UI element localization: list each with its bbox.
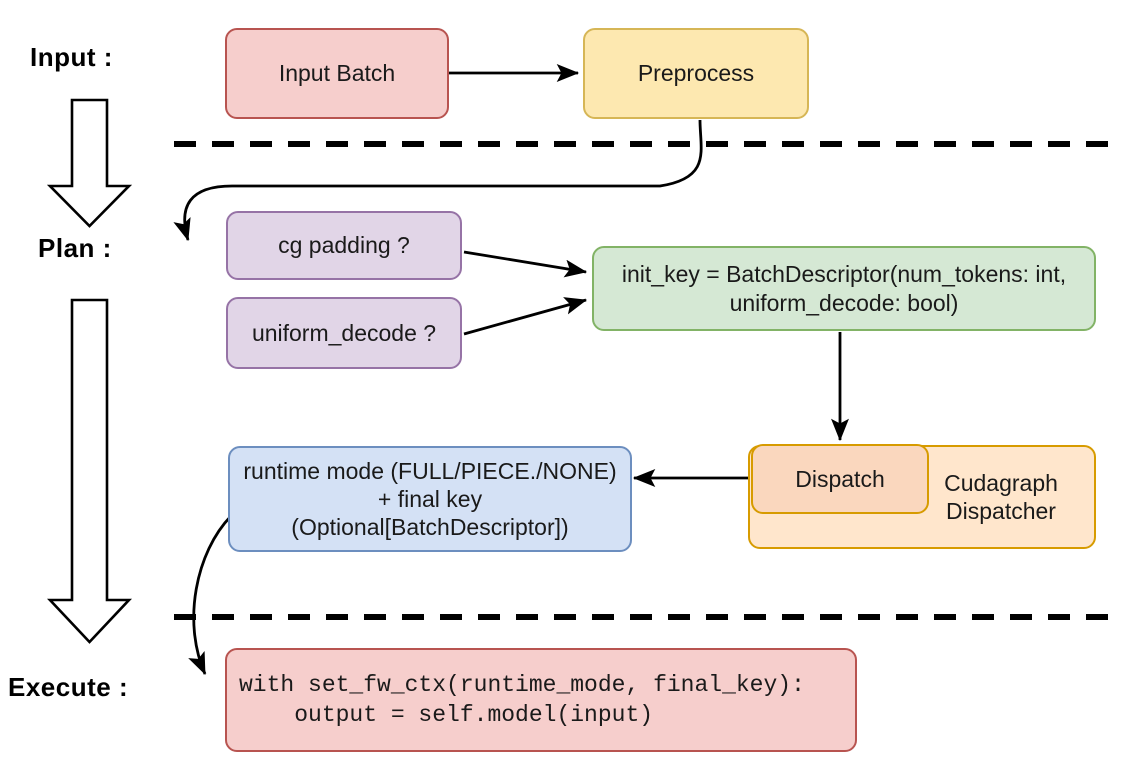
uniform-decode-to-init-key	[463, 297, 588, 336]
node-cudagraph-dispatcher-line-2: Dispatcher	[946, 498, 1056, 524]
stage-label-execute: Execute :	[8, 672, 129, 702]
input-to-plan-block-arrow	[46, 98, 133, 228]
node-execute-code[interactable]: with set_fw_ctx(runtime_mode, final_key)…	[225, 648, 857, 752]
cg-padding-to-init-key	[463, 250, 588, 278]
node-preprocess[interactable]: Preprocess	[583, 28, 809, 119]
node-uniform-decode-label: uniform_decode ?	[251, 319, 437, 346]
node-execute-code-line-1: with set_fw_ctx(runtime_mode, final_key)…	[239, 671, 805, 698]
node-cudagraph-dispatcher-line-1: Cudagraph	[944, 469, 1058, 496]
stage-label-plan: Plan :	[38, 233, 112, 263]
node-dispatch[interactable]: Dispatch	[751, 444, 929, 514]
node-init-key[interactable]: init_key = BatchDescriptor(num_tokens: i…	[592, 246, 1096, 331]
node-cg-padding-label: cg padding ?	[278, 232, 410, 259]
node-init-key-line-1: init_key = BatchDescriptor(num_tokens: i…	[621, 261, 1067, 288]
node-init-key-line-2: uniform_decode: bool)	[729, 289, 959, 316]
node-dispatch-label: Dispatch	[795, 465, 885, 492]
node-runtime-mode-line-2: + final key (Optional[BatchDescriptor])	[291, 485, 569, 541]
node-execute-code-line-2: output = self.model(input)	[239, 702, 654, 728]
stage-label-input: Input :	[30, 42, 113, 72]
node-input-batch[interactable]: Input Batch	[225, 28, 449, 119]
node-runtime-mode[interactable]: runtime mode (FULL/PIECE./NONE) + final …	[228, 446, 632, 552]
node-input-batch-label: Input Batch	[278, 60, 396, 87]
node-uniform-decode[interactable]: uniform_decode ?	[226, 297, 462, 369]
node-preprocess-label: Preprocess	[637, 60, 755, 87]
runtime-mode-to-execute-code	[188, 515, 233, 676]
plan-to-execute-block-arrow	[46, 298, 133, 644]
node-cg-padding[interactable]: cg padding ?	[226, 211, 462, 280]
node-runtime-mode-line-1: runtime mode (FULL/PIECE./NONE)	[243, 457, 617, 484]
